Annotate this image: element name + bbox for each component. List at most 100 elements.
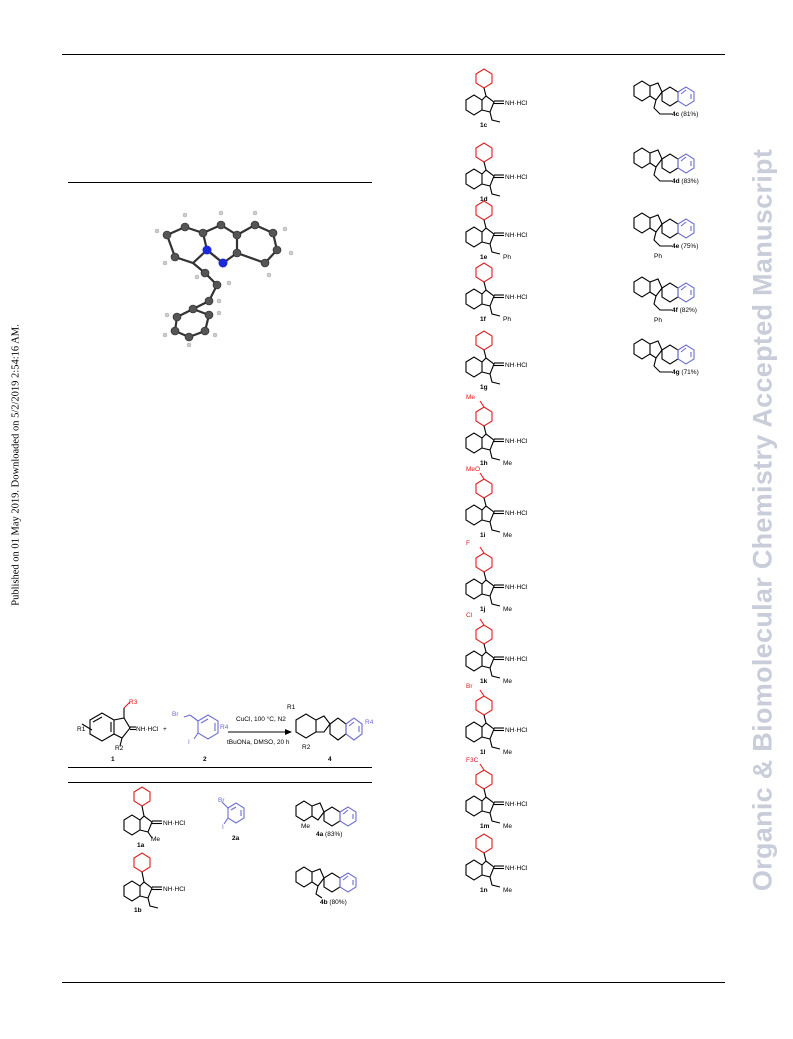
substrate-1k-para: Cl (466, 612, 473, 619)
product-4e-yield: (75%) (679, 243, 699, 250)
product-4c-structure (633, 80, 695, 115)
header-rule (62, 54, 725, 55)
product-4d-yield: (83%) (679, 178, 699, 185)
scheme-r1: R1 (77, 726, 86, 733)
product-4b-id: 4b (320, 899, 328, 906)
product-4a-yield: (83%) (325, 831, 343, 838)
substrate-1l-nsub: Me (503, 749, 513, 756)
substrate-1l-structure (465, 689, 504, 750)
substrate-1f-structure (465, 262, 504, 317)
product-4b-yield: (80%) (329, 899, 347, 906)
product-4f-structure (633, 276, 695, 311)
substrate-1h-salt: NH·HCl (505, 438, 528, 445)
footer-rule (62, 982, 725, 983)
product-4a-label: 4a (83%) (316, 831, 343, 839)
substrate-1d-label: 1d (480, 196, 488, 203)
product-4b-label: 4b (80%) (320, 899, 347, 907)
substrate-1e-salt: NH·HCl (505, 232, 528, 239)
product-4c-yield: (81%) (679, 111, 699, 118)
substrate-1d-salt: NH·HCl (505, 174, 528, 181)
substrate-1i-nsub: Me (503, 532, 513, 539)
reagent-2a-label: 2a (232, 835, 240, 842)
product-4a-structure (295, 800, 357, 827)
scheme-r3: R3 (129, 699, 138, 706)
substrate-1c-structure (465, 68, 504, 123)
substrate-1j-label: 1j (480, 606, 486, 613)
scheme-salt-1: NH·HCl (136, 726, 159, 733)
product-4a-id: 4a (316, 831, 324, 838)
reagent-2a-i: I (222, 824, 224, 831)
substrate-1b-label: 1b (134, 907, 142, 914)
product-4g-label: 4g (71%) (672, 369, 699, 377)
substrate-1a-structure (123, 786, 162, 839)
reaction-arrow (228, 729, 292, 735)
product-4c-id: 4c (672, 111, 680, 118)
product-4f-id: 4f (672, 307, 678, 314)
substrate-1e-structure (465, 200, 504, 255)
substrate-1f-label: 1f (480, 316, 486, 323)
scheme-reagent-br: Br (172, 711, 179, 718)
crystal-structure-figure (154, 210, 294, 348)
substrate-1g-label: 1g (480, 384, 488, 391)
product-4d-structure (633, 147, 695, 182)
scheme-label-4: 4 (328, 756, 332, 763)
substrate-1k-nsub: Me (503, 678, 513, 685)
scheme-rule-2 (68, 782, 372, 783)
substrate-1n-label: 1n (480, 887, 488, 894)
substrate-1j-salt: NH·HCl (505, 584, 528, 591)
scheme-r4-product: R4 (365, 719, 374, 726)
product-4e-sub: Ph (654, 253, 662, 260)
product-4d-label: 4d (83%) (672, 178, 699, 186)
accepted-manuscript-watermark: Organic & Biomolecular Chemistry Accepte… (747, 148, 778, 892)
substrate-1a-nsub: Me (151, 836, 161, 843)
substrate-1b-salt: NH·HCl (163, 886, 186, 893)
product-4e-id: 4e (672, 243, 680, 250)
product-4g-structure (633, 338, 695, 373)
substrate-1h-label: 1h (480, 460, 488, 467)
substrate-1a-label: 1a (137, 842, 145, 849)
substrate-1j-nsub: Me (503, 606, 513, 613)
substrate-1j-para: F (466, 540, 470, 547)
scheme-r1-product: R1 (287, 704, 296, 711)
scheme-plus: + (163, 726, 167, 733)
scheme-conditions-top: CuCl, 100 °C, N2 (236, 716, 286, 723)
reagent-2a-structure (221, 801, 245, 825)
substrate-1c-salt: NH·HCl (505, 100, 528, 107)
product-4a-me: Me (301, 823, 311, 830)
substrate-1j-structure (465, 546, 504, 607)
scheme-conditions-bottom: tBuONa, DMSO, 20 h (227, 739, 290, 746)
substrate-1g-salt: NH·HCl (505, 362, 528, 369)
scheme-label-1: 1 (111, 756, 115, 763)
publication-sidebar: Published on 01 May 2019. Downloaded on … (10, 324, 22, 606)
substrate-1n-structure (465, 833, 504, 888)
substrate-1m-label: 1m (480, 823, 490, 830)
product-4e-structure (633, 212, 695, 247)
scheme-label-2: 2 (203, 756, 207, 763)
substrate-1d-structure (465, 142, 504, 197)
substrate-1i-para: MeO (466, 466, 481, 473)
table-rule-top (68, 182, 372, 183)
scheme-r2: R2 (115, 745, 124, 752)
substrate-1i-label: 1i (480, 532, 486, 539)
substrate-1k-salt: NH·HCl (505, 656, 528, 663)
product-4b-structure (295, 866, 357, 899)
substrate-1b-structure (123, 852, 162, 909)
scheme-rule-1 (68, 767, 372, 768)
reagent-2a-br: Br (218, 797, 225, 804)
substrate-1k-label: 1k (480, 678, 488, 685)
substrate-1k-structure (465, 618, 504, 679)
scheme-r2-product: R2 (302, 744, 311, 751)
product-4f-label: 4f (82%) (672, 307, 697, 315)
product-4c-label: 4c (81%) (672, 111, 699, 119)
substrate-1f-salt: NH·HCl (505, 294, 528, 301)
substrate-1i-structure (465, 472, 504, 533)
substrate-1h-nsub: Me (503, 460, 513, 467)
scheme-r4-reagent: R4 (220, 724, 229, 731)
scheme-reagent-i: I (188, 739, 190, 746)
product-4g-yield: (71%) (679, 369, 699, 376)
scheme-reagent-2 (183, 714, 219, 740)
substrate-1e-label: 1e (480, 254, 488, 261)
substrate-1h-para: Me (466, 394, 476, 401)
product-4e-label: 4e (75%) (672, 243, 699, 251)
substrate-1h-structure (465, 400, 504, 461)
